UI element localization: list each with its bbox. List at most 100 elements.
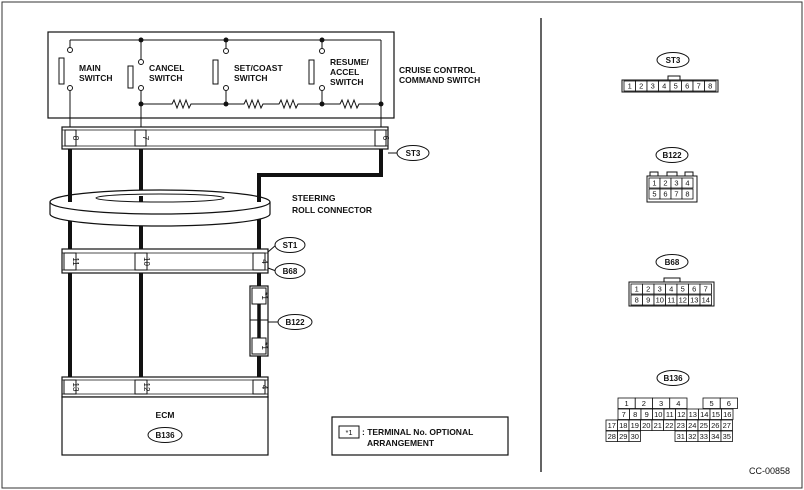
ecm-pin-13: 13 xyxy=(63,379,80,395)
b136-face-pin-9: 9 xyxy=(645,410,649,419)
b122-pin-label: *1 xyxy=(260,342,269,350)
ecm-box xyxy=(61,396,269,456)
steering-roll-connector xyxy=(49,189,271,227)
b68-face-cell xyxy=(699,283,712,295)
b136-face-pin-21: 21 xyxy=(654,421,662,430)
b122-face-pin-8: 8 xyxy=(685,190,689,199)
b122-face-pin-3: 3 xyxy=(674,179,678,188)
b68-oval xyxy=(274,263,306,279)
b122-face-cell xyxy=(681,188,694,200)
b68-face-pin-6: 6 xyxy=(692,285,696,294)
set-coast-switch xyxy=(212,40,229,107)
b68-face-title: B68 xyxy=(665,258,680,267)
b136-oval-ecm xyxy=(147,427,183,443)
st3-label: ST3 xyxy=(406,149,421,158)
st3-face-oval xyxy=(656,52,690,68)
b136-face-pin-8: 8 xyxy=(633,410,637,419)
b136-face-pin-30: 30 xyxy=(631,432,639,441)
setcoast-switch-label-1: SET/COAST xyxy=(234,63,283,73)
b68-face-pin-9: 9 xyxy=(646,296,650,305)
svg-text:12: 12 xyxy=(142,383,151,392)
resume-accel-switch xyxy=(308,40,325,107)
legend-text-1: : TERMINAL No. OPTIONAL xyxy=(362,427,473,437)
roll-connector-label-2: ROLL CONNECTOR xyxy=(292,205,372,215)
b136-face-pin-35: 35 xyxy=(723,432,731,441)
b136-face-pin-10: 10 xyxy=(654,410,662,419)
ecm-code: B136 xyxy=(155,431,175,440)
b68-face-pin-10: 10 xyxy=(656,296,664,305)
b136-face-cell xyxy=(628,430,641,442)
b68-face-key xyxy=(663,277,681,283)
st3-face-cell xyxy=(704,80,717,92)
cancel-switch-label-1: CANCEL xyxy=(149,63,184,73)
st3-pin-7: 7 xyxy=(134,129,150,147)
b68-face-cell xyxy=(699,294,712,306)
b136-face-pin-11: 11 xyxy=(666,410,674,419)
b136-face-pin-18: 18 xyxy=(619,421,627,430)
b136-face-pin-6: 6 xyxy=(727,399,731,408)
resume-switch-label-3: SWITCH xyxy=(330,77,364,87)
main-switch-label-1: MAIN xyxy=(79,63,101,73)
command-switch-title-2: COMMAND SWITCH xyxy=(399,75,480,85)
legend-marker-box xyxy=(338,425,360,439)
b68-face-oval xyxy=(655,254,689,270)
b68-face-pin-1: 1 xyxy=(635,285,639,294)
b68-face-pin-2: 2 xyxy=(646,285,650,294)
b68-face-pin-3: 3 xyxy=(658,285,662,294)
b122-face-oval xyxy=(655,147,689,163)
b122-face-pin-5: 5 xyxy=(652,190,656,199)
svg-text:7: 7 xyxy=(141,136,150,141)
b136-face-pin-13: 13 xyxy=(689,410,697,419)
b136-face-cell xyxy=(719,397,738,409)
b136-face-pin-14: 14 xyxy=(700,410,708,419)
b68-face-pin-11: 11 xyxy=(667,296,675,305)
b136-face-oval xyxy=(656,370,690,386)
b136-face-pin-16: 16 xyxy=(723,410,731,419)
b136-face-pin-29: 29 xyxy=(619,432,627,441)
st3-face-pin-4: 4 xyxy=(662,82,666,91)
b136-face-pin-4: 4 xyxy=(676,399,680,408)
b136-face-title: B136 xyxy=(663,374,683,383)
b136-face-pin-32: 32 xyxy=(688,432,696,441)
b136-face-cell xyxy=(720,419,733,431)
b136-face-pin-33: 33 xyxy=(700,432,708,441)
resume-switch-label-2: ACCEL xyxy=(330,67,359,77)
cancel-switch xyxy=(127,40,144,127)
ecm-label: ECM xyxy=(156,410,175,420)
svg-text:8: 8 xyxy=(71,136,80,141)
main-switch-label-2: SWITCH xyxy=(79,73,113,83)
svg-text:10: 10 xyxy=(142,257,151,266)
st3-face-pin-8: 8 xyxy=(708,82,712,91)
b136-face-pin-31: 31 xyxy=(677,432,685,441)
st3-oval xyxy=(396,145,430,161)
b136-face-pin-15: 15 xyxy=(712,410,720,419)
b122-face-key xyxy=(649,171,659,177)
b136-face-pin-24: 24 xyxy=(688,421,696,430)
b122-face-pin-1: 1 xyxy=(652,179,656,188)
st1-pin-10: 10 xyxy=(134,252,151,271)
svg-text:6: 6 xyxy=(381,136,390,141)
st1-label: ST1 xyxy=(283,241,298,250)
b68-face-pin-4: 4 xyxy=(669,285,673,294)
resistor-ladder xyxy=(141,98,381,110)
b122-face-title: B122 xyxy=(662,151,682,160)
b68-face-pin-13: 13 xyxy=(690,296,698,305)
b136-face-cell xyxy=(720,430,733,442)
svg-text:4: 4 xyxy=(260,259,269,264)
st3-face-pin-5: 5 xyxy=(674,82,678,91)
svg-text:13: 13 xyxy=(71,383,80,392)
command-switch-title-1: CRUISE CONTROL xyxy=(399,65,476,75)
b122-label: B122 xyxy=(285,318,305,327)
svg-text:4: 4 xyxy=(260,385,269,390)
b136-face-pin-7: 7 xyxy=(622,410,626,419)
b136-face-pin-1: 1 xyxy=(625,399,629,408)
st3-pin-6: 6 xyxy=(374,129,390,147)
b122-face-key xyxy=(666,171,678,177)
st3-face-title: ST3 xyxy=(666,56,681,65)
st3-face-pin-7: 7 xyxy=(697,82,701,91)
